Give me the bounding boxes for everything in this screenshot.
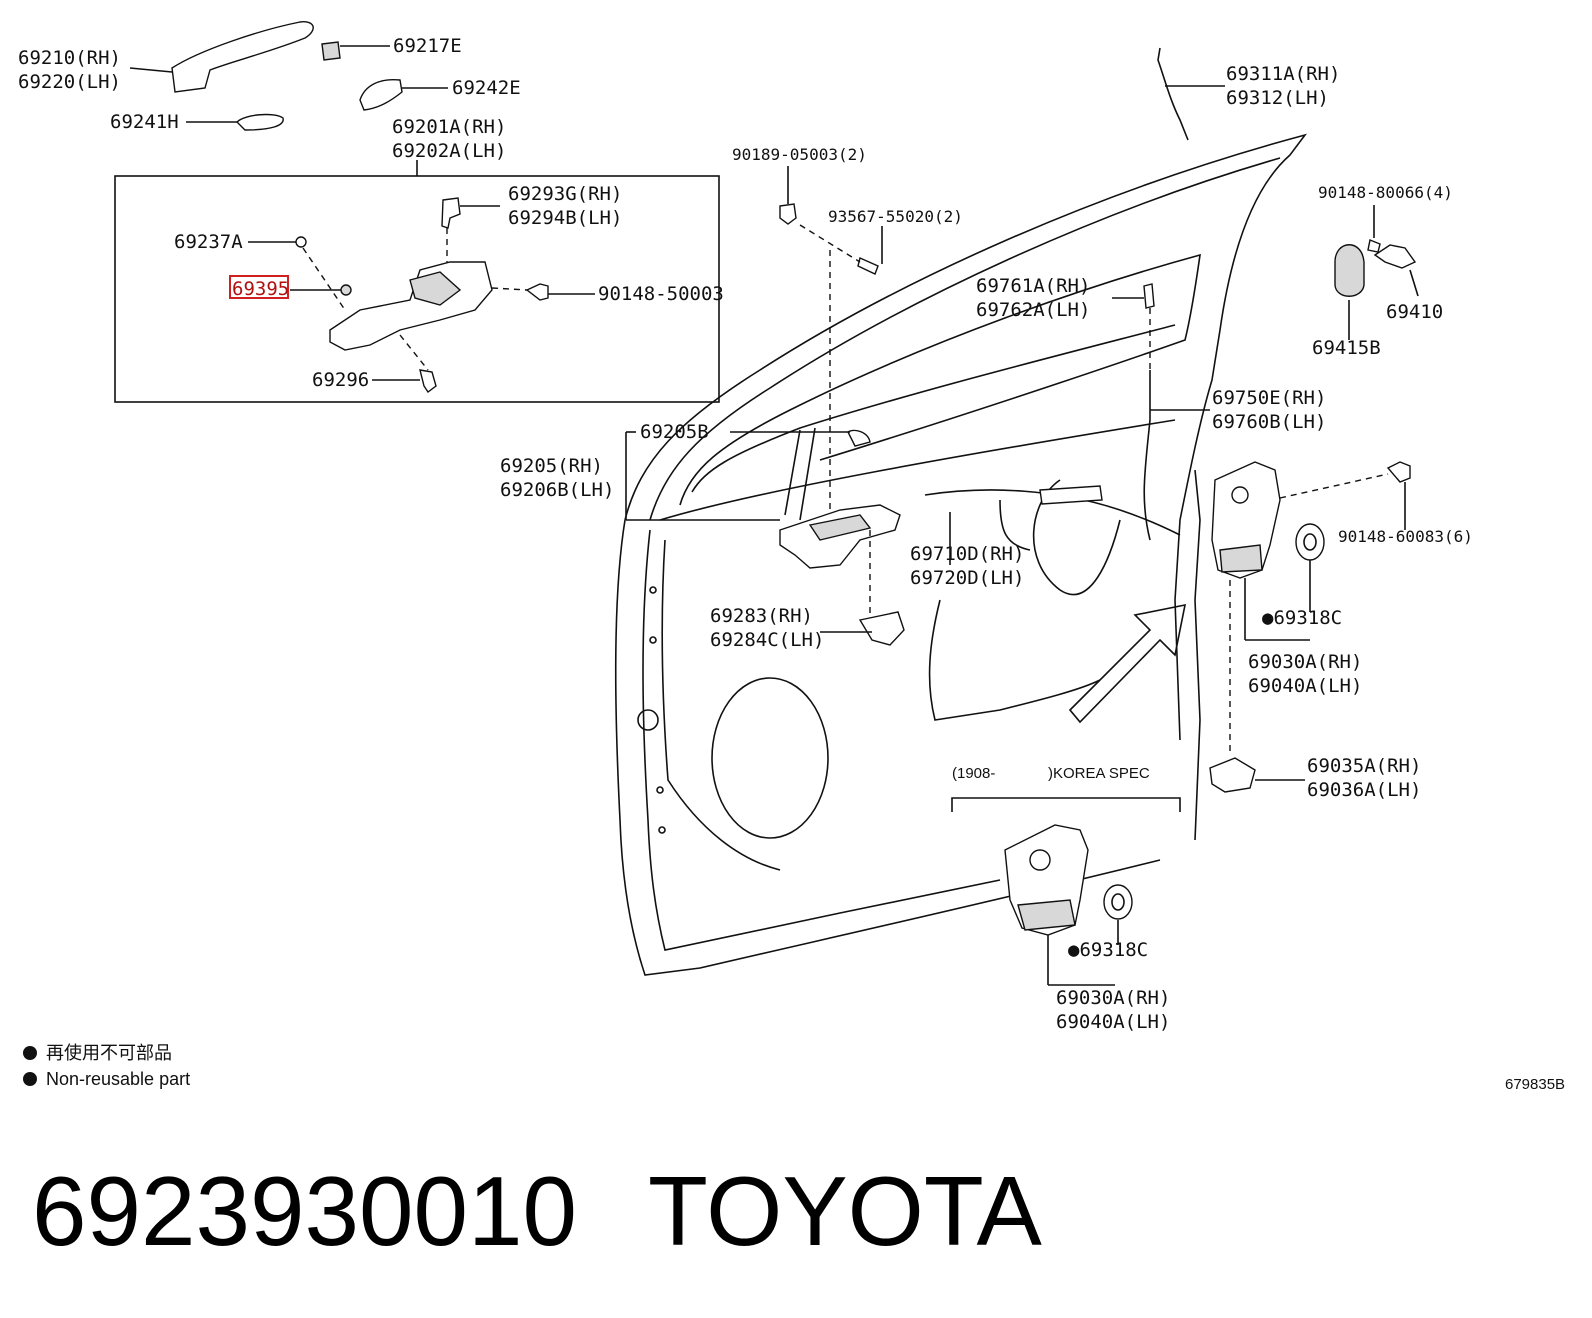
- label-69283: 69283(RH): [710, 605, 813, 627]
- label-69206B: 69206B(LH): [500, 479, 614, 501]
- label-69040A-korea: 69040A(LH): [1056, 1011, 1170, 1033]
- bolt: [419, 369, 437, 394]
- label-69318C-main: ●69318C: [1262, 607, 1342, 629]
- label-93567: 93567-55020(2): [828, 207, 963, 226]
- footer-caption: 6923930010 TOYOTA: [32, 1156, 1043, 1266]
- label-69201A: 69201A(RH): [392, 116, 506, 138]
- label-90148-80066: 90148-80066(4): [1318, 183, 1453, 202]
- label-69293G: 69293G(RH): [508, 183, 622, 205]
- highlighted-part-69395: [340, 284, 352, 296]
- label-69284C: 69284C(LH): [710, 629, 824, 651]
- label-69237A: 69237A: [174, 231, 243, 253]
- lock-cover-69035A: [1209, 757, 1256, 793]
- clip-and-screw-parts: [779, 166, 883, 520]
- label-69220: 69220(LH): [18, 71, 121, 93]
- outside-handle: [171, 21, 314, 93]
- screw: [525, 283, 549, 301]
- pin: [295, 236, 307, 248]
- label-69030A-main: 69030A(RH): [1248, 651, 1362, 673]
- label-69395-highlighted: 69395: [232, 278, 289, 300]
- label-69415B: 69415B: [1312, 337, 1381, 359]
- highlight-box: [229, 275, 289, 299]
- label-69312: 69312(LH): [1226, 87, 1329, 109]
- spec-name-label: )KOREA SPEC: [1048, 765, 1150, 782]
- cable-sleeve: [1039, 485, 1103, 505]
- footer-brand: TOYOTA: [648, 1156, 1043, 1266]
- label-69311A: 69311A(RH): [1226, 63, 1340, 85]
- label-69035A: 69035A(RH): [1307, 755, 1421, 777]
- label-69030A-korea: 69030A(RH): [1056, 987, 1170, 1009]
- legend-en-text: Non-reusable part: [46, 1069, 190, 1089]
- diagram-code: 679835B: [1505, 1076, 1565, 1093]
- lock-screw: [1386, 461, 1411, 483]
- assembly-frame-box: [114, 175, 720, 403]
- lock-cables: [924, 283, 1210, 596]
- spec-start-label: (1908-: [952, 765, 995, 782]
- handle-frame-assembly: [248, 197, 595, 394]
- label-69242E: 69242E: [452, 77, 521, 99]
- legend-cn-text: 再使用不可部品: [46, 1043, 172, 1063]
- handle-cover: [359, 78, 403, 111]
- door-panel-outline: [614, 133, 1308, 976]
- outside-handle-parts: [129, 21, 448, 176]
- striker-cover: [1334, 244, 1365, 297]
- label-69294B: 69294B(LH): [508, 207, 622, 229]
- door-lock-main: [1209, 461, 1411, 793]
- legend-bullet-en: [23, 1072, 37, 1086]
- handle-bezel-69205B: [847, 429, 871, 447]
- part-labels: 69210(RH) 69220(LH) 69217E 69242E 69241H…: [18, 35, 1473, 1033]
- lock-rod: [1157, 47, 1225, 141]
- bracket: [441, 197, 461, 229]
- label-69761A: 69761A(RH): [976, 275, 1090, 297]
- lock-washer: [1295, 523, 1325, 561]
- label-90148-60083: 90148-60083(6): [1338, 527, 1473, 546]
- label-69040A-main: 69040A(LH): [1248, 675, 1362, 697]
- handle-pad: [236, 113, 284, 131]
- footer-part-number: 6923930010: [32, 1156, 577, 1266]
- label-69296: 69296: [312, 369, 369, 391]
- inside-handle-body: [779, 504, 901, 569]
- handle-cap-small: [321, 41, 341, 61]
- label-69205: 69205(RH): [500, 455, 603, 477]
- handle-cap-69283: [858, 611, 905, 646]
- label-69720D: 69720D(LH): [910, 567, 1024, 589]
- label-69036A: 69036A(LH): [1307, 779, 1421, 801]
- striker-parts: [1334, 205, 1419, 340]
- label-69760B: 69760B(LH): [1212, 411, 1326, 433]
- label-69241H: 69241H: [110, 111, 179, 133]
- screw-93567: [857, 257, 879, 275]
- legend-bullet-cn: [23, 1046, 37, 1060]
- korea-spec-lock: [951, 797, 1181, 986]
- korea-lock-washer: [1103, 884, 1133, 920]
- label-69217E: 69217E: [393, 35, 462, 57]
- striker-screw: [1367, 239, 1381, 253]
- label-69210: 69210(RH): [18, 47, 121, 69]
- label-69762A: 69762A(LH): [976, 299, 1090, 321]
- handle-frame: [329, 261, 493, 351]
- label-90148-50003: 90148-50003: [598, 283, 724, 305]
- label-69318C-korea: ●69318C: [1068, 939, 1148, 961]
- inside-handle: [625, 429, 905, 646]
- lock-knob: [1143, 283, 1155, 309]
- striker: [1373, 244, 1417, 269]
- clip: [779, 203, 797, 225]
- label-69710D: 69710D(RH): [910, 543, 1024, 565]
- label-69202A: 69202A(LH): [392, 140, 506, 162]
- label-69750E: 69750E(RH): [1212, 387, 1326, 409]
- label-69205B: 69205B: [640, 421, 709, 443]
- label-90189: 90189-05003(2): [732, 145, 867, 164]
- legend: 再使用不可部品 Non-reusable part 679835B: [23, 1043, 1565, 1093]
- label-69410: 69410: [1386, 301, 1443, 323]
